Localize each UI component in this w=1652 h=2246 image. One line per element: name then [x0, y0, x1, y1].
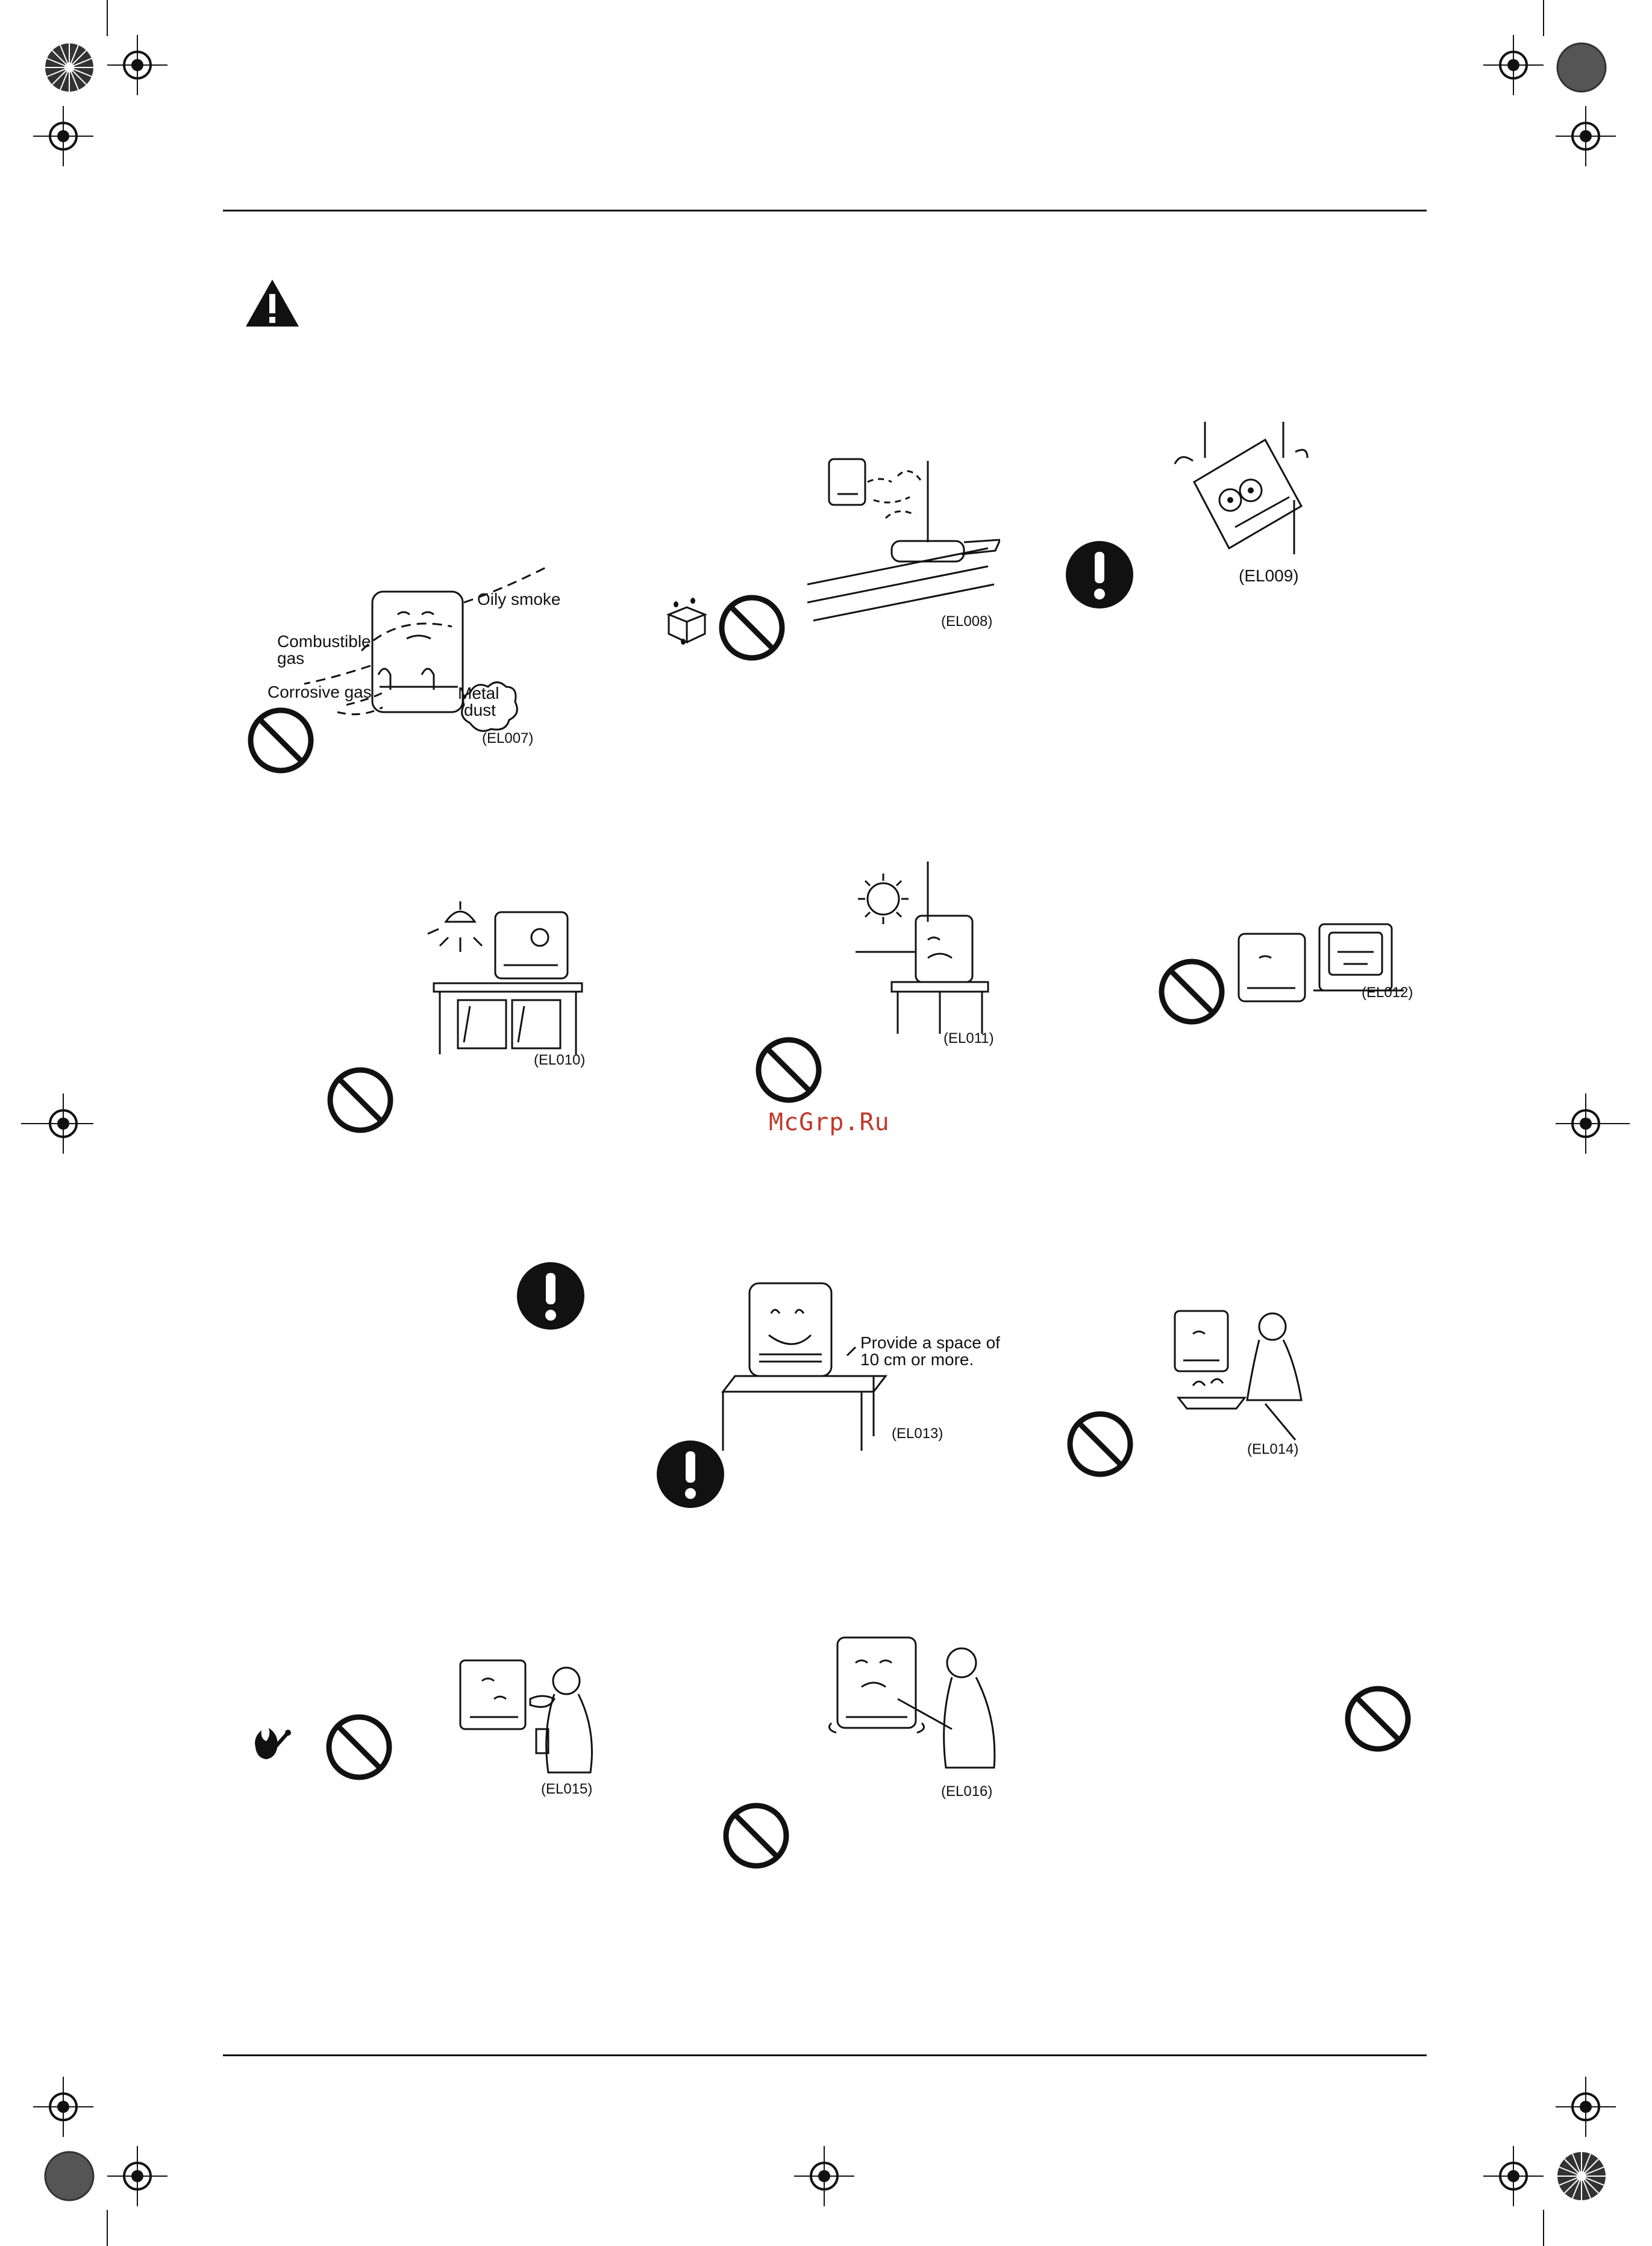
appliance-near-water-illustration: [807, 446, 1000, 639]
prohibition-icon: [717, 593, 787, 663]
warning-triangle-icon: [243, 277, 301, 329]
label-combustible-gas-1: Combustible: [277, 633, 371, 651]
figure-code: (EL016): [941, 1783, 992, 1800]
figure-code: (EL013): [892, 1425, 943, 1442]
mandatory-action-icon: [1065, 540, 1134, 610]
watermark: McGrp.Ru: [769, 1109, 890, 1136]
figure-el011: (EL011): [849, 862, 1006, 1054]
prohibition-icon: [754, 1035, 824, 1105]
label-metal-dust-1: Metal: [458, 684, 499, 702]
figure-code: (EL007): [482, 730, 533, 747]
figure-el013: Provide a space of 10 cm or more. (EL013…: [699, 1277, 1012, 1452]
mandatory-action-icon: [655, 1439, 725, 1509]
color-wheel-top-left: [45, 43, 93, 92]
figure-el014: (EL014): [1169, 1307, 1313, 1464]
figure-code: (EL012): [1362, 984, 1413, 1001]
figure-el016: (EL016): [819, 1633, 1000, 1807]
figure-el012: (EL012): [1235, 916, 1422, 1006]
figure-el015: (EL015): [458, 1657, 602, 1801]
figure-code: (EL008): [941, 613, 992, 630]
figure-code: (EL010): [534, 1052, 585, 1069]
figure-el009: (EL009): [1163, 416, 1319, 590]
label-combustible-gas-2: gas: [277, 649, 304, 668]
figure-el008: (EL008): [807, 446, 1000, 639]
figure-code: (EL009): [1239, 566, 1299, 586]
figure-code: (EL015): [541, 1781, 592, 1798]
prohibition-icon: [1157, 957, 1227, 1027]
mandatory-action-icon: [516, 1261, 586, 1331]
clearance-note-line-2: 10 cm or more.: [860, 1351, 974, 1369]
prohibition-icon: [246, 705, 316, 775]
clearance-note-line-1: Provide a space of: [860, 1334, 1000, 1352]
appliance-under-lamp-illustration: [422, 898, 590, 1054]
color-disc-top-right: [1557, 43, 1606, 92]
figure-el010: (EL010): [422, 898, 590, 1072]
color-wheel-bottom-right: [1557, 2152, 1606, 2200]
appliance-near-cooking-illustration: [1169, 1307, 1313, 1446]
prohibition-icon: [324, 1712, 394, 1782]
prohibition-icon: [1065, 1409, 1135, 1479]
figure-code: (EL014): [1247, 1441, 1298, 1458]
appliance-with-stick-illustration: [819, 1633, 1000, 1789]
figure-code: (EL011): [943, 1030, 994, 1047]
prohibition-icon: [1343, 1684, 1413, 1754]
label-metal-dust-2: dust: [464, 701, 496, 719]
color-disc-bottom-left: [45, 2152, 93, 2200]
prohibition-icon: [721, 1801, 791, 1871]
prohibition-icon: [325, 1065, 395, 1135]
label-oily-smoke: Oily smoke: [477, 590, 560, 608]
appliance-in-sunlight-illustration: [849, 862, 1006, 1036]
wet-hands-icon: [660, 596, 711, 651]
appliance-with-spray-illustration: [458, 1657, 602, 1783]
open-flame-icon: [247, 1723, 295, 1771]
falling-appliance-illustration: [1163, 416, 1319, 560]
label-corrosive-gas: Corrosive gas: [268, 683, 372, 701]
